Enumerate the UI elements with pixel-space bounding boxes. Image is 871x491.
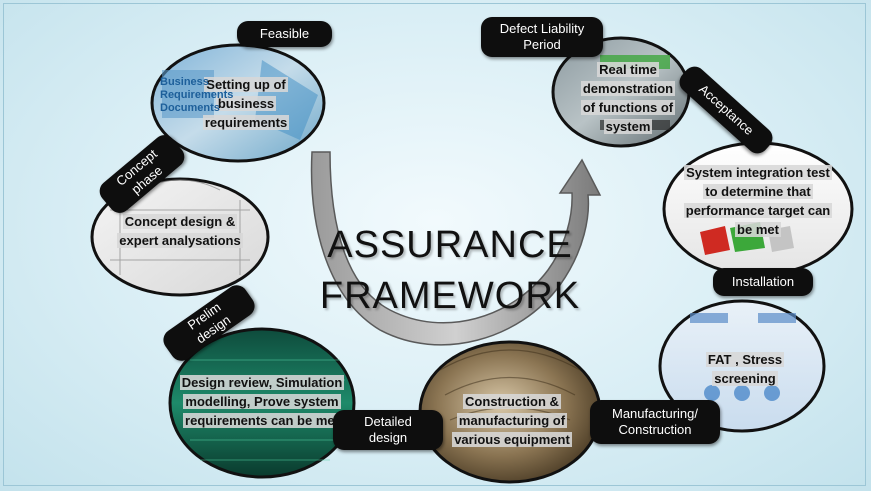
detailed-stage-text: Construction & manufacturing of various … [452, 394, 572, 447]
business-documents-overlay: Business Requirements Documents [160, 76, 234, 114]
curved-arrow-icon [310, 151, 602, 346]
concept-stage-text: Concept design & expert analysations [117, 214, 243, 248]
feasible-tag: Feasible [237, 21, 332, 47]
acceptance-stage-text: Real time demonstration of functions of … [580, 62, 676, 134]
diagram-frame [3, 3, 866, 486]
manufacturing-construction-tag: Manufacturing/ Construction [590, 400, 720, 444]
installation-stage-text: System integration test to determine tha… [683, 165, 833, 237]
title-line-2: FRAMEWORK [319, 275, 581, 317]
feasible-stage-text: Setting up of business requirements [202, 77, 290, 130]
prelim-stage-text: Design review, Simulation modelling, Pro… [179, 375, 345, 428]
installation-tag: Installation [713, 268, 813, 296]
manufacturing-stage-text: FAT , Stress screening [705, 352, 785, 386]
defect-liability-tag: Defect Liability Period [481, 17, 603, 57]
title-line-1: ASSURANCE [327, 224, 573, 266]
detailed-design-tag: Detailed design [333, 410, 443, 450]
